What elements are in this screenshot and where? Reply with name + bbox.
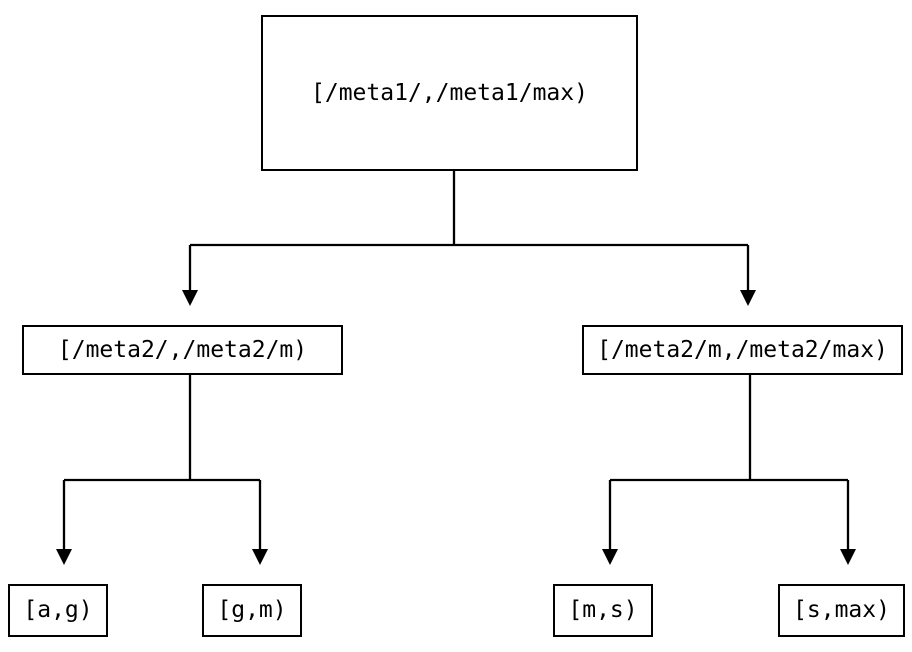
node-leaf-range-ms: [m,s) <box>553 584 653 637</box>
node-leaf-range-smax: [s,max) <box>778 584 905 637</box>
arrowhead-leaf-ms <box>602 549 618 565</box>
arrowhead-meta2-right <box>740 290 756 306</box>
node-leaf-range-gm: [g,m) <box>202 584 302 637</box>
node-meta2-right-range: [/meta2/m,/meta2/max) <box>582 325 903 375</box>
arrowhead-leaf-smax <box>840 549 856 565</box>
node-meta2-left-range: [/meta2/,/meta2/m) <box>22 325 343 375</box>
node-root-range: [/meta1/,/meta1/max) <box>261 15 638 171</box>
arrowhead-leaf-ag <box>56 549 72 565</box>
node-leaf-range-ag: [a,g) <box>8 584 108 637</box>
arrowhead-leaf-gm <box>252 549 268 565</box>
arrowhead-meta2-left <box>182 290 198 306</box>
